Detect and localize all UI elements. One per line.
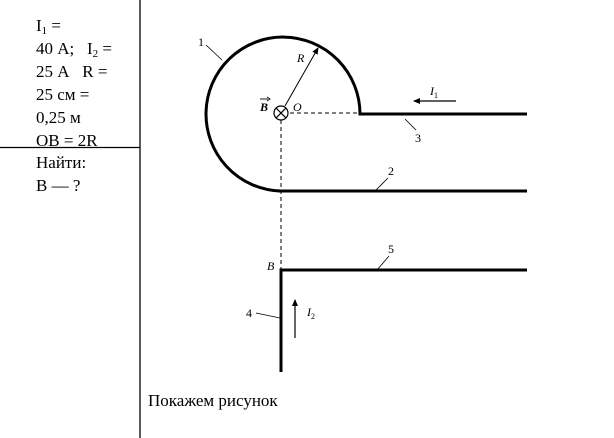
- label-radius: R: [296, 51, 305, 65]
- label-current-i1: I1: [429, 84, 438, 100]
- leader-5: [376, 255, 390, 271]
- leader-4: [255, 312, 281, 319]
- given-block: I1 = 40 А; I2 = 25 А R = 25 см = 0,25 м …: [36, 14, 140, 152]
- wire-4-5: [279, 268, 527, 372]
- leader-1: [205, 44, 223, 61]
- label-b-vector-letter: B: [259, 100, 268, 114]
- given-line-3: 25 А R =: [36, 60, 140, 83]
- i2-equals: =: [98, 39, 113, 58]
- label-4: 4: [246, 306, 252, 320]
- label-3: 3: [415, 131, 421, 145]
- ob-expression: OB = 2R: [36, 131, 98, 150]
- r-value-m: 0,25 м: [36, 108, 81, 127]
- caption-text: Покажем рисунок: [148, 391, 278, 410]
- given-line-1: I1 =: [36, 14, 140, 37]
- label-5: 5: [388, 242, 394, 256]
- wire-1-loop: [204, 35, 362, 193]
- label-1: 1: [198, 35, 204, 49]
- i2-value: 25 А: [36, 62, 70, 81]
- field-into-page-icon: [273, 105, 289, 121]
- find-block: Найти: B — ?: [36, 151, 86, 197]
- leader-3: [404, 118, 417, 131]
- r-expression: R =: [82, 62, 108, 81]
- i1-symbol: I: [36, 16, 42, 35]
- r-value-cm: 25 см =: [36, 85, 90, 104]
- i2-symbol: I: [87, 39, 93, 58]
- radius-arrow: [284, 47, 319, 107]
- label-origin-o: O: [293, 100, 302, 114]
- label-current-i2: I2: [306, 305, 315, 321]
- i1-equals: =: [47, 16, 62, 35]
- leader-2: [374, 177, 389, 192]
- i1-subscript: 1: [41, 25, 48, 37]
- label-2: 2: [388, 164, 394, 178]
- find-title: Найти:: [36, 153, 87, 172]
- label-b-vector: B: [259, 96, 271, 114]
- i2-subscript: 2: [92, 48, 99, 60]
- find-target: B — ?: [36, 176, 81, 195]
- given-line-2: 40 А; I2 =: [36, 37, 140, 60]
- label-point-b: B: [267, 259, 275, 273]
- i1-value: 40 А;: [36, 39, 75, 58]
